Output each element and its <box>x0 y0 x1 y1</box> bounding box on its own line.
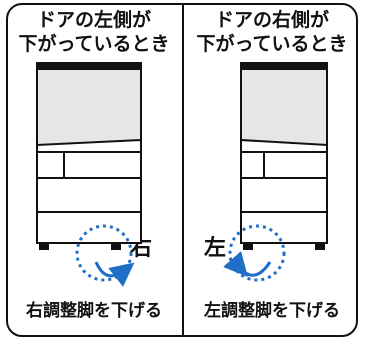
right-refrigerator <box>240 62 328 250</box>
left-title-line1: ドアの左側が <box>36 9 151 31</box>
right-panel-caption: 左調整脚を下げる <box>204 301 340 321</box>
left-rotate-arrow-icon <box>94 261 135 287</box>
left-adjuster-highlight <box>75 224 133 282</box>
right-fridge-door <box>240 68 328 147</box>
right-title-line1: ドアの右側が <box>214 9 329 31</box>
left-title-line2: 下がっているとき <box>18 33 170 55</box>
right-title-line2: 下がっているとき <box>196 33 348 55</box>
left-foot-right <box>111 242 121 250</box>
right-side-label: 左 <box>204 236 227 261</box>
right-rotate-arrow-icon <box>223 251 272 277</box>
panel-divider <box>182 3 184 337</box>
left-panel-caption: 右調整脚を下げる <box>26 301 162 321</box>
right-foot-right <box>315 242 325 250</box>
right-foot-left <box>243 242 253 250</box>
left-refrigerator <box>36 62 142 250</box>
left-foot-left <box>39 242 49 250</box>
left-panel-title: ドアの左側が 下がっているとき <box>6 8 182 56</box>
left-fridge-door <box>36 68 142 147</box>
right-panel-title: ドアの右側が 下がっているとき <box>184 8 360 56</box>
